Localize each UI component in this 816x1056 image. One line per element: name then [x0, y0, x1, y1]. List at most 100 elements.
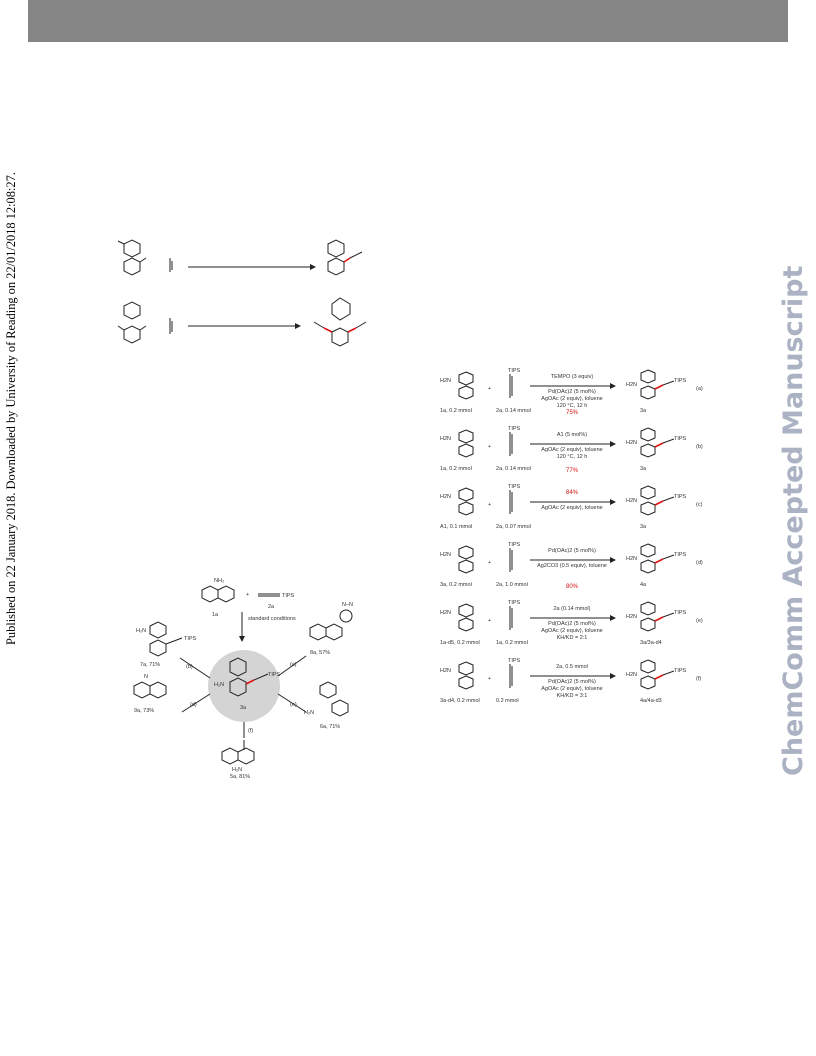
scheme3-product-label: 3a/3a-d4	[640, 640, 662, 646]
scheme3-reactant-ring	[458, 675, 474, 690]
scheme3-product-ring	[640, 559, 656, 574]
scheme3-plus: +	[488, 676, 491, 682]
scheme-3: H2N 1a, 0.2 mmol + TIPS 2a, 0.14 mmol TEMPO (…	[440, 368, 703, 704]
scheme3-condition: Pd(OAc)2 (5 mol%)	[548, 679, 596, 685]
scheme3-mid-label: 2a, 1.0 mmol	[496, 582, 528, 588]
scheme3-reactant-ring	[458, 443, 474, 458]
scheme3-plus: +	[488, 560, 491, 566]
label-8a: 8a, 57%	[310, 650, 330, 656]
scheme3-plus: +	[488, 444, 491, 450]
scheme3-left-label: 1a-d5, 0.2 mmol	[440, 640, 480, 646]
svg-text:H₂N: H₂N	[214, 682, 224, 688]
scheme3-eq-label: (e)	[696, 618, 703, 624]
svg-text:N–N: N–N	[342, 602, 353, 608]
scheme3-condition: 120 °C, 12 h	[557, 454, 588, 460]
step-c: (c)	[290, 662, 297, 668]
scheme3-condition: AgOAc (2 equiv), toluene	[541, 447, 602, 453]
scheme3-product-h2n: H2N	[626, 440, 637, 446]
scheme3-product-tips: TIPS	[674, 436, 687, 442]
header-bar	[28, 0, 788, 42]
label-1a: 1a	[212, 612, 219, 618]
step-e: (e)	[290, 702, 297, 708]
scheme3-reactant-ring	[458, 487, 474, 502]
scheme3-condition: AgOAc (2 equiv), toluene	[541, 396, 602, 402]
scheme3-condition: Pd(OAc)2 (5 mol%)	[548, 548, 596, 554]
scheme3-left-label: A1, 0.1 mmol	[440, 524, 472, 530]
scheme3-reactant-ring	[458, 559, 474, 574]
svg-text:TIPS: TIPS	[282, 593, 295, 599]
scheme3-h2n: H2N	[440, 378, 451, 384]
scheme3-product-label: 4a	[640, 582, 647, 588]
scheme3-product-ring	[640, 601, 656, 616]
scheme3-mid-label: 2a, 0.07 mmol	[496, 524, 531, 530]
scheme3-mid-label: 2a, 0.14 mmol	[496, 466, 531, 472]
scheme3-product-ring	[640, 675, 656, 690]
scheme3-plus: +	[488, 502, 491, 508]
watermark: ChemComm Accepted Manuscript	[778, 265, 809, 776]
scheme-2: NH₂ 1a + TIPS 2a standard conditions H₂N…	[133, 578, 353, 780]
scheme3-h2n: H2N	[440, 668, 451, 674]
scheme3-product-h2n: H2N	[626, 672, 637, 678]
scheme3-eq-label: (d)	[696, 560, 703, 566]
scheme3-product-tips: TIPS	[674, 552, 687, 558]
svg-text:H₂N: H₂N	[304, 710, 314, 716]
scheme3-condition: KH/KD = 2:1	[557, 635, 588, 641]
scheme3-product-tips: TIPS	[674, 378, 687, 384]
label-3a: 3a	[240, 705, 247, 711]
label-7a: 7a, 71%	[140, 662, 160, 668]
compound-3a: H₂N TIPS 3a	[214, 657, 281, 711]
scheme3-condition: AgOAc (2 equiv), toluene	[541, 686, 602, 692]
scheme3-condition: KH/KD = 3:1	[557, 693, 588, 699]
scheme3-left-label: 1a, 0.2 mmol	[440, 408, 472, 414]
svg-text:N: N	[144, 674, 148, 680]
scheme3-reactant-ring	[458, 617, 474, 632]
scheme3-tips: TIPS	[508, 600, 521, 606]
product-6a: H₂N 6a, 71%	[304, 681, 349, 730]
scheme3-condition: AgOAc (2 equiv), toluene	[541, 628, 602, 634]
scheme3-reactant-ring	[458, 371, 474, 386]
reactant-1a: NH₂ 1a	[201, 578, 235, 618]
scheme3-tips: TIPS	[508, 484, 521, 490]
scheme3-reactant-ring	[458, 603, 474, 618]
scheme3-eq-label: (c)	[696, 502, 703, 508]
scheme3-product-ring	[640, 369, 656, 384]
scheme3-condition: 84%	[566, 490, 579, 496]
scheme3-product-ring	[640, 617, 656, 632]
scheme3-product-h2n: H2N	[626, 556, 637, 562]
scheme3-product-label: 3a	[640, 524, 647, 530]
scheme3-tips: TIPS	[508, 368, 521, 374]
scheme3-condition: Ag2CO3 (0.5 equiv), toluene	[537, 563, 607, 569]
scheme3-reactant-ring	[458, 501, 474, 516]
scheme3-plus: +	[488, 618, 491, 624]
scheme3-left-label: 3a-d4, 0.2 mmol	[440, 698, 480, 704]
scheme3-row: H2N 3a-d4, 0.2 mmol + TIPS 0.2 mmol 2a, 0.5 m…	[440, 658, 701, 704]
scheme3-product-h2n: H2N	[626, 498, 637, 504]
scheme3-h2n: H2N	[440, 610, 451, 616]
scheme3-tips: TIPS	[508, 542, 521, 548]
step-f: (f)	[248, 728, 253, 734]
product-8a: N–N 8a, 57%	[309, 602, 353, 656]
scheme3-product-ring	[640, 385, 656, 400]
step-d: (d)	[190, 702, 197, 708]
product-7a: H₂N TIPS 7a, 71%	[136, 621, 197, 668]
scheme3-eq-label: (b)	[696, 444, 703, 450]
svg-text:H₂N: H₂N	[232, 767, 242, 773]
scheme3-product-h2n: H2N	[626, 614, 637, 620]
scheme3-mid-label: 0.2 mmol	[496, 698, 519, 704]
svg-text:NH₂: NH₂	[214, 578, 224, 584]
scheme3-yield: 75%	[566, 410, 579, 416]
scheme3-tips: TIPS	[508, 658, 521, 664]
product-5a: H₂N 5a, 81%	[221, 740, 255, 780]
scheme3-mid-label: 2a, 0.14 mmol	[496, 408, 531, 414]
scheme3-h2n: H2N	[440, 436, 451, 442]
svg-text:TIPS: TIPS	[184, 636, 197, 642]
scheme1-reactant-1	[117, 239, 147, 276]
scheme3-reactant-ring	[458, 429, 474, 444]
scheme3-condition: TEMPO (3 equiv)	[551, 374, 594, 380]
scheme3-condition: 2a, 0.5 mmol	[556, 664, 588, 670]
reagent-2a: TIPS 2a	[258, 593, 295, 610]
scheme3-h2n: H2N	[440, 552, 451, 558]
scheme3-product-label: 3a	[640, 408, 647, 414]
